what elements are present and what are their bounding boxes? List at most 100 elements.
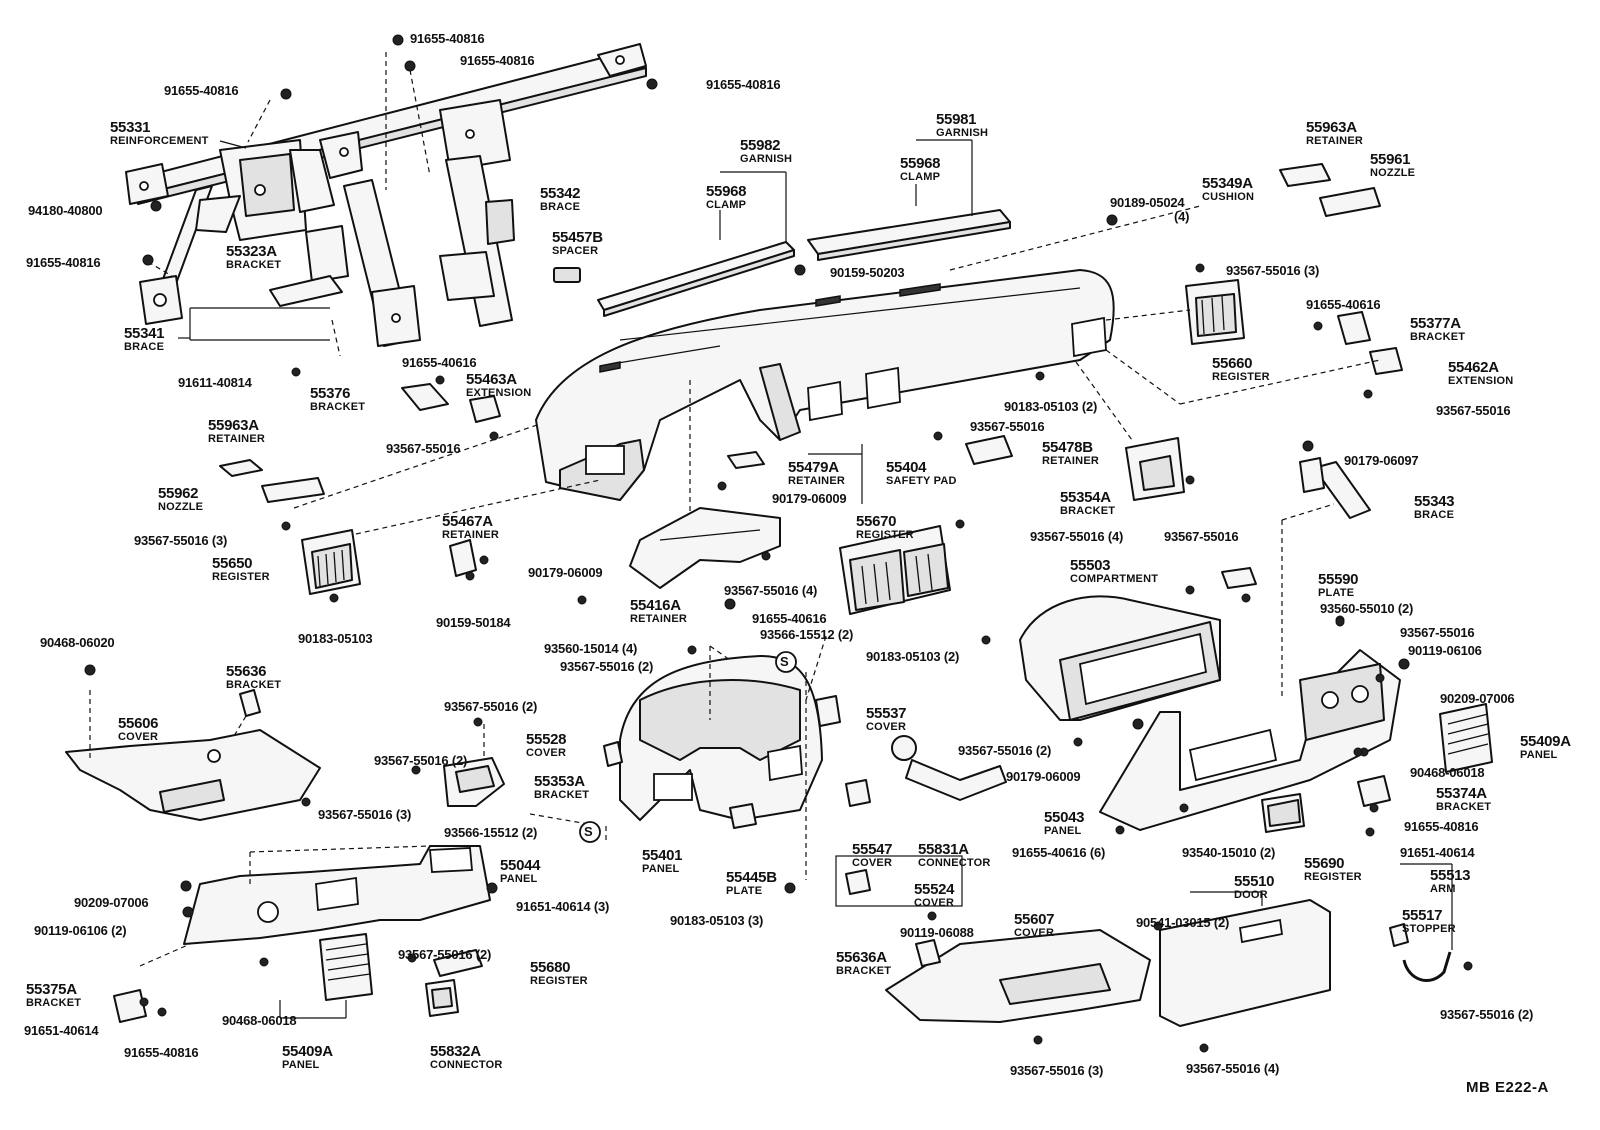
callout-55043: 55043 PANEL [1044,810,1085,837]
part-name: BRACKET [1410,331,1466,343]
callout-55636-left: 55636 BRACKET [226,664,281,691]
callout-55680: 55680 REGISTER [530,960,588,987]
part-name: REGISTER [1304,871,1362,883]
part-number: 55831A [918,841,969,858]
hardware-label: 90119-06106 (2) [34,923,127,938]
hardware-label: 91655-40616 (6) [1012,845,1106,860]
garnish-55982 [597,241,795,317]
part-number: 55963A [208,417,259,434]
part-name: PANEL [642,863,680,875]
part-name: PANEL [282,1059,320,1071]
hardware-label: 93567-55016 (4) [1186,1061,1280,1076]
part-name: RETAINER [1306,135,1364,147]
part-name: RETAINER [208,433,266,445]
part-number: 55044 [500,857,541,874]
hardware-label: 90179-06097 [1344,453,1419,468]
callout-55044: 55044 PANEL [500,857,541,885]
hardware-label: 90189-05024 [1110,195,1185,210]
hardware-label: 93567-55016 [1164,529,1239,544]
hardware-label: 90119-06088 [900,925,974,940]
hardware-label: 93567-55016 (3) [1010,1063,1104,1078]
part-number: 55963A [1306,119,1357,136]
part-name: REINFORCEMENT [110,135,209,147]
callout-55606: 55606 COVER [118,716,159,743]
hardware-label: 93567-55016 (4) [724,583,818,598]
part-name: EXTENSION [466,387,532,399]
retainer-55963a-left [219,459,263,477]
part-name: COVER [1014,927,1055,939]
part-number: 55409A [1520,733,1571,750]
part-number: 55537 [866,705,907,722]
retainer-55478b [965,435,1013,465]
part-number: 55323A [226,243,277,260]
callout-55981: 55981 GARNISH [936,112,988,139]
hardware-label: 91655-40816 [1404,819,1479,834]
part-name: BRACKET [836,965,892,977]
part-name: RETAINER [788,475,846,487]
callout-55962: 55962 NOZZLE [158,486,203,513]
part-name: BRACKET [226,679,282,691]
callout-55462a: 55462A EXTENSION [1448,360,1513,387]
callout-55513: 55513 ARM [1430,868,1471,895]
part-name: GARNISH [740,153,793,165]
part-name: REGISTER [856,529,914,541]
callout-55547: 55547 COVER [852,842,893,869]
hardware-label: 93560-55010 (2) [1320,601,1414,616]
bracket-55636a [915,939,941,967]
part-name: PANEL [1044,825,1082,837]
hardware-label: 91651-40614 (3) [516,899,610,914]
retainer-55416a [629,507,781,589]
callout-55377a: 55377A BRACKET [1410,316,1465,343]
callout-55404: 55404 SAFETY PAD [886,460,957,487]
vertical-brace-center [343,179,421,347]
bracket-55375a [113,989,147,1023]
part-number: 55401 [642,847,683,864]
panel-55409a-right [1439,703,1493,773]
callout-55467a: 55467A RETAINER [442,514,499,541]
part-number: 55962 [158,485,199,502]
hardware-label: 90119-06106 [1408,643,1482,658]
callout-55524: 55524 COVER [914,882,955,909]
hardware-label: 93540-15010 (2) [1182,845,1276,860]
part-number: 55968 [900,155,941,172]
part-name: BRACKET [1436,801,1492,813]
part-number: 55636 [226,663,267,680]
part-number: 55377A [1410,315,1461,332]
part-name: COVER [526,747,567,759]
part-number: 55457B [552,229,603,246]
hardware-label: 91655-40816 [706,77,781,92]
extension-55463a [469,395,501,423]
part-number: 55341 [124,325,165,342]
bracket-55374a [1357,775,1391,807]
part-name: BRACKET [534,789,590,801]
hardware-label: 91655-40816 [164,83,239,98]
hardware-label: 93567-55016 (2) [958,743,1052,758]
part-number: 55961 [1370,151,1411,168]
part-name: BRACE [124,341,165,353]
part-name: CUSHION [1202,191,1255,203]
part-name: PANEL [1520,749,1558,761]
part-number: 55416A [630,597,681,614]
callout-55409a-right: 55409A PANEL [1520,734,1571,761]
hardware-label: 90179-06009 [1006,769,1081,784]
part-number: 55670 [856,513,897,530]
stopper-55517 [1389,923,1409,947]
callout-55590: 55590 PLATE [1318,571,1359,599]
part-number: 55331 [110,119,151,136]
callout-55416a: 55416A RETAINER [630,598,687,625]
hardware-label: 90179-06009 [528,565,603,580]
part-number: 55590 [1318,571,1359,588]
arm-55513 [1402,951,1452,982]
safety-pad-55404 [535,269,1115,501]
part-name: ARM [1430,883,1456,895]
part-number: 55409A [282,1043,333,1060]
cover-55607 [885,929,1151,1023]
register-55690 [1261,793,1305,833]
callout-55607: 55607 COVER [1014,912,1055,939]
hardware-label: 90183-05103 (2) [1004,399,1098,414]
hardware-label: 90183-05103 (3) [670,913,764,928]
callout-55376: 55376 BRACKET [310,386,365,413]
callout-55650: 55650 REGISTER [212,556,270,583]
hardware-label: 93567-55016 (2) [398,947,492,962]
